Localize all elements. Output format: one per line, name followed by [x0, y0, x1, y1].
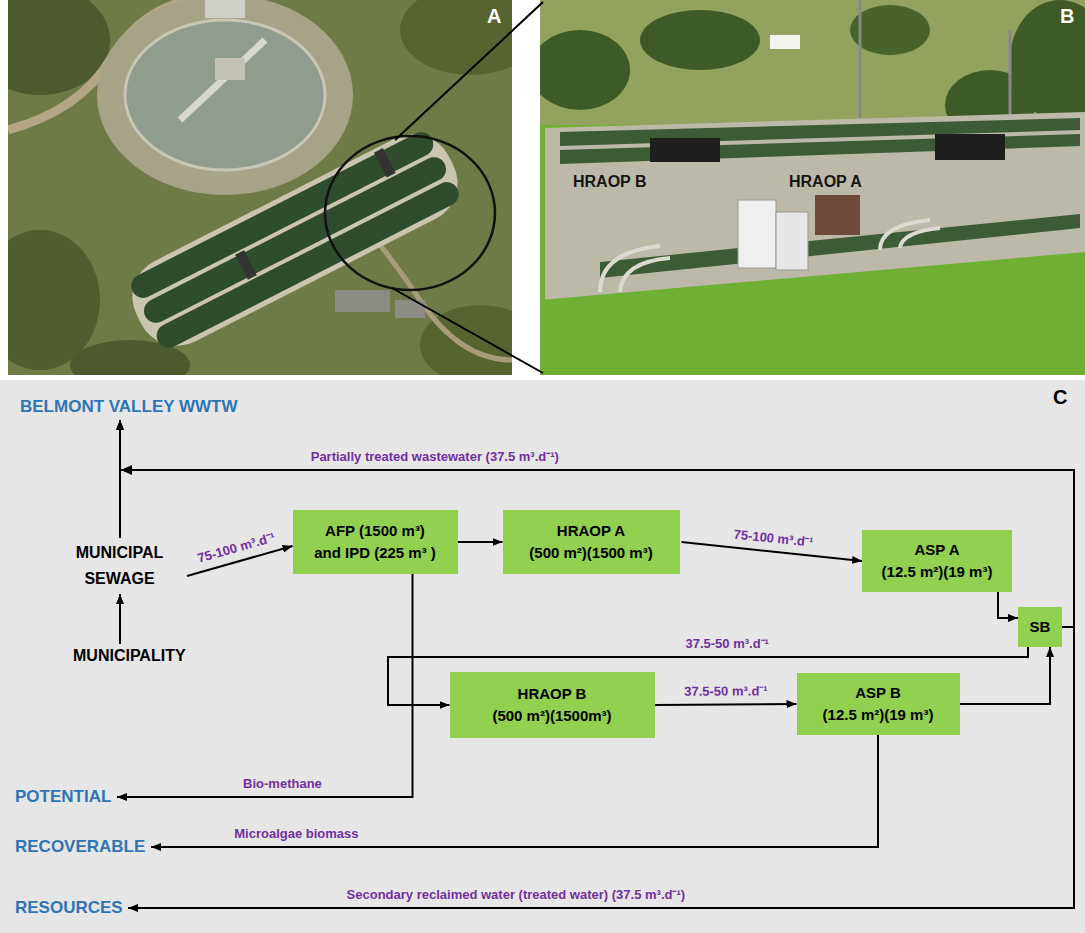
- flow-label: Bio-methane: [241, 776, 324, 793]
- panel-letter: B: [1060, 4, 1074, 28]
- flow-arrow: [151, 735, 878, 847]
- source-label: MUNICIPAL SEWAGE: [57, 540, 183, 592]
- aerial-photo: [8, 0, 512, 375]
- flow-arrow: [655, 704, 797, 705]
- house: [770, 35, 800, 49]
- box-text: AFP (1500 m³): [325, 520, 425, 542]
- resource-label: RESOURCES: [15, 897, 124, 919]
- flow-label: 37.5-50 m³.d⁻¹: [683, 636, 770, 653]
- pond-channel: [140, 153, 450, 327]
- source-label: MUNICIPALITY: [73, 646, 187, 666]
- bridge-hub: [215, 58, 245, 80]
- trees: [640, 10, 760, 70]
- zoom-line: [392, 288, 543, 373]
- flow-arrow: [128, 627, 1074, 908]
- panel-letter: A: [487, 4, 501, 28]
- resource-label: POTENTIAL: [15, 786, 113, 808]
- box-text: ASP A: [914, 539, 959, 561]
- foreground-lawn: [540, 252, 1085, 375]
- box-text: (500 m²)(1500 m³): [529, 542, 652, 564]
- box-text: HRAOP B: [518, 683, 587, 705]
- node-text: BELMONT VALLEY WWTW: [20, 396, 238, 417]
- process-box: AFP (1500 m³)and IPD (225 m³ ): [293, 510, 458, 574]
- trees: [850, 5, 930, 55]
- resource-label: RECOVERABLE: [15, 836, 147, 858]
- box-text: (12.5 m²)(19 m³): [823, 704, 934, 726]
- box-text: SB: [1030, 616, 1051, 638]
- process-box: SB: [1018, 607, 1062, 647]
- pond-wall: [620, 258, 670, 292]
- trees: [1010, 0, 1085, 120]
- flow-arrow: [119, 594, 121, 644]
- building: [205, 0, 245, 18]
- paddlewheel: [650, 138, 720, 162]
- process-box: ASP B(12.5 m²)(19 m³): [797, 673, 960, 735]
- clarifier-embankment: [97, 0, 353, 195]
- flow-label: 37.5-50 m³.d⁻¹: [682, 683, 770, 701]
- flow-arrow: [960, 647, 1051, 704]
- process-box: ASP A(12.5 m²)(19 m³): [862, 530, 1012, 592]
- node-text: MUNICIPALITY: [73, 646, 186, 666]
- flow-arrow: [117, 574, 413, 797]
- pond-water: [560, 134, 1080, 164]
- control-box: [815, 195, 860, 235]
- highlight-circle: [325, 136, 495, 290]
- node-text: RECOVERABLE: [15, 836, 145, 857]
- node-text: POTENTIAL: [15, 786, 111, 807]
- pond-channel: [153, 178, 463, 352]
- paddlewheel: [235, 250, 257, 279]
- cabinet: [738, 200, 776, 268]
- box-text: and IPD (225 m³ ): [314, 542, 436, 564]
- process-box: HRAOP B(500 m²)(1500m³): [450, 672, 655, 738]
- tank: [335, 290, 390, 312]
- clarifier-pond: [125, 20, 325, 170]
- bridge: [180, 40, 265, 120]
- trees: [400, 0, 512, 75]
- node-text: MUNICIPAL SEWAGE: [57, 540, 182, 591]
- box-text: (500 m²)(1500m³): [492, 705, 611, 727]
- box-text: ASP B: [855, 682, 901, 704]
- pond-wall: [880, 220, 930, 250]
- panel-background: [0, 380, 1085, 933]
- destination-label: BELMONT VALLEY WWTW: [20, 396, 239, 418]
- paddlewheel: [935, 134, 1005, 160]
- pond-label: HRAOP A: [789, 172, 862, 191]
- pond-wall: [900, 228, 940, 248]
- flow-arrow: [998, 592, 1018, 618]
- zoom-line: [395, 2, 543, 140]
- panel-letter: C: [1053, 385, 1067, 409]
- flow-arrow: [458, 541, 503, 543]
- ground-photo: [540, 0, 1085, 375]
- trees: [540, 30, 630, 110]
- pond-label: HRAOP B: [573, 172, 647, 191]
- pond-walls: [119, 120, 472, 359]
- flow-label: Secondary reclaimed water (treated water…: [345, 887, 688, 904]
- raceway-ponds: [119, 120, 472, 359]
- cabinet: [776, 212, 808, 270]
- flow-label: Microalgae biomass: [232, 826, 360, 843]
- box-text: (12.5 m²)(19 m³): [882, 561, 993, 583]
- paddlewheel: [374, 148, 396, 177]
- node-text: RESOURCES: [15, 897, 123, 918]
- process-box: HRAOP A(500 m²)(1500 m³): [503, 510, 680, 574]
- flow-label: Partially treated wastewater (37.5 m³.d⁻…: [309, 449, 561, 466]
- box-text: HRAOP A: [557, 520, 625, 542]
- flow-arrow: [120, 420, 1074, 627]
- tank: [395, 300, 425, 318]
